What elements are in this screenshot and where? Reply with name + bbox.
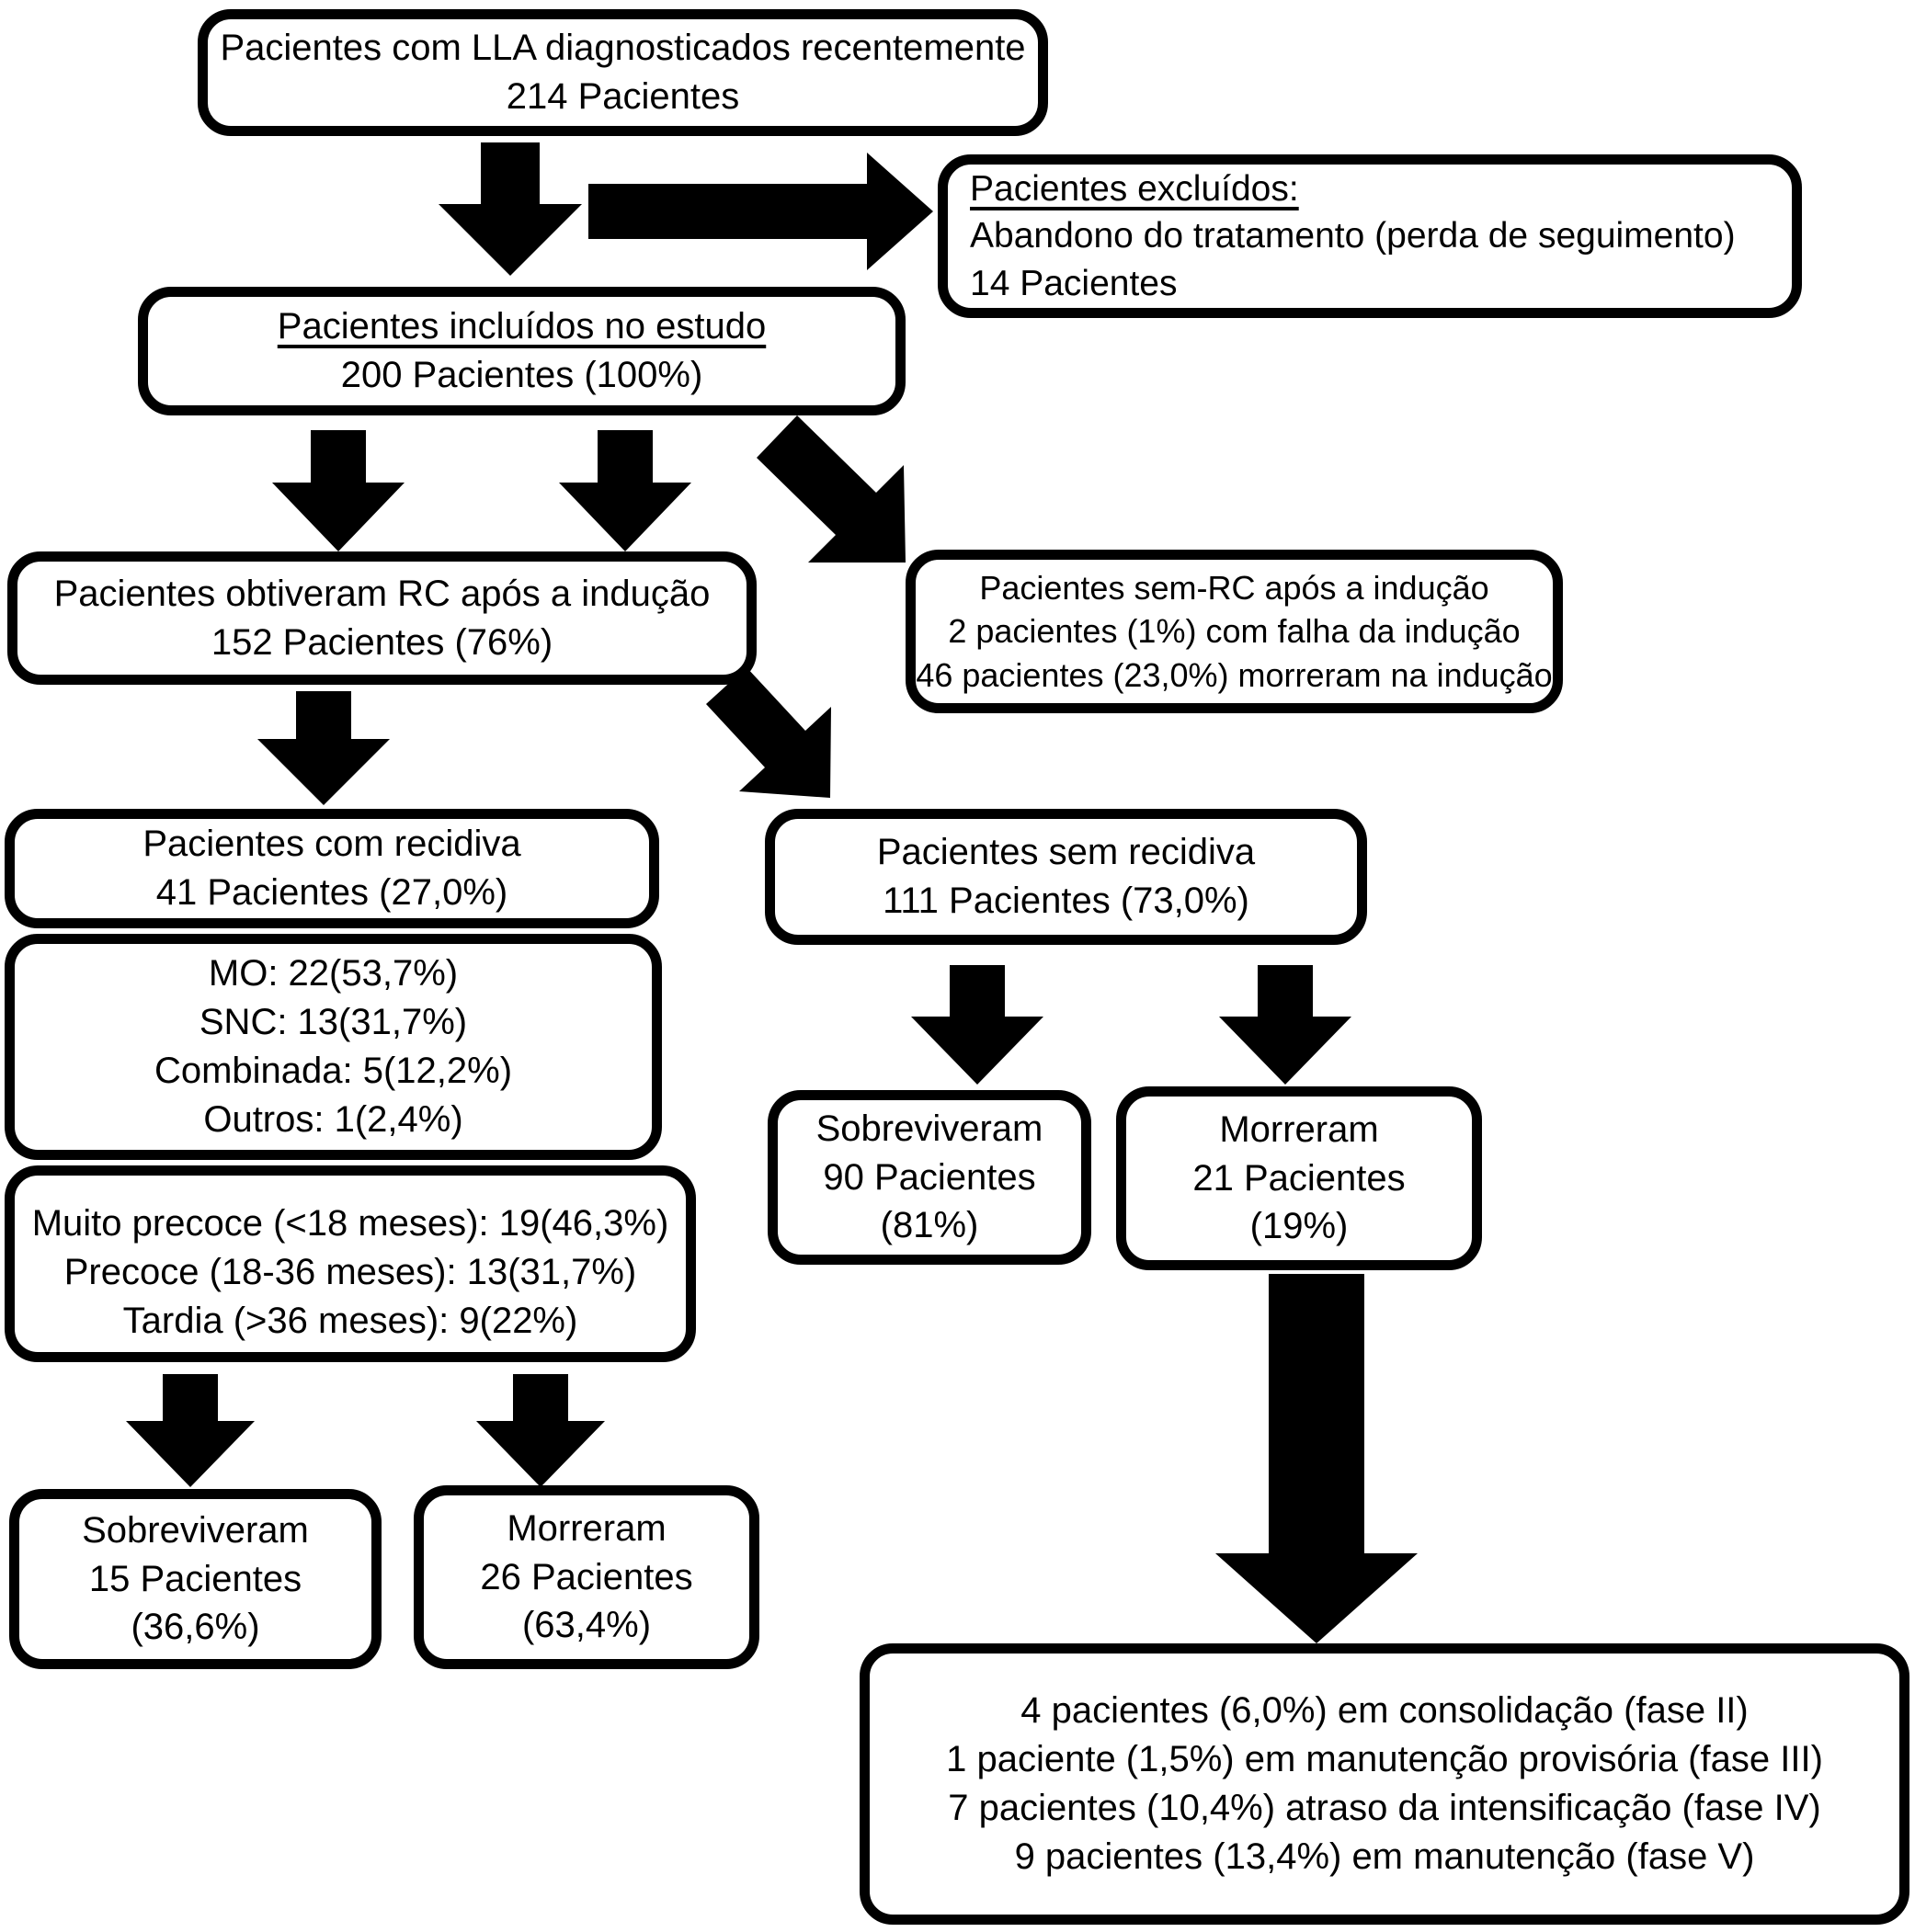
node-sobreviveram-15-pct: (36,6%) <box>131 1607 260 1648</box>
arrow-timing-to-morreram-icon <box>476 1374 605 1487</box>
node-relapse-timing-precoce: Precoce (18-36 meses): 13(31,7%) <box>63 1251 637 1292</box>
node-phases-consolidacao: 4 pacientes (6,0%) em consolidação (fase… <box>1020 1690 1749 1732</box>
node-included-count: 200 Pacientes (100%) <box>340 355 703 395</box>
node-sem-rc-title: Pacientes sem-RC após a indução <box>979 568 1489 607</box>
node-diagnosed: Pacientes com LLA diagnosticados recente… <box>198 9 1048 136</box>
node-sem-rc: Pacientes sem-RC após a indução 2 pacien… <box>906 550 1563 713</box>
node-sobreviveram-15-count: 15 Pacientes <box>88 1558 302 1599</box>
arrow-included-down-center-icon <box>559 430 691 551</box>
node-relapse-sites-outros: Outros: 1(2,4%) <box>203 1098 463 1140</box>
node-rc-title: Pacientes obtiveram RC após a indução <box>53 573 711 614</box>
node-diagnosed-title: Pacientes com LLA diagnosticados recente… <box>220 28 1026 69</box>
node-included-title: Pacientes incluídos no estudo <box>277 306 767 347</box>
arrow-rc-to-semrecidiva-icon <box>706 667 831 798</box>
node-relapse-sites-snc: SNC: 13(31,7%) <box>199 1002 468 1043</box>
node-morreram-26: Morreram 26 Pacientes (63,4%) <box>414 1485 759 1669</box>
node-phases: 4 pacientes (6,0%) em consolidação (fase… <box>860 1643 1909 1925</box>
arrow-included-to-semrc-icon <box>757 415 906 563</box>
arrow-included-to-rc-icon <box>272 430 405 551</box>
node-recidiva-title: Pacientes com recidiva <box>142 824 521 865</box>
arrow-right-to-excluded-icon <box>588 153 933 270</box>
node-phases-intensificacao: 7 pacientes (10,4%) atraso da intensific… <box>948 1788 1821 1828</box>
node-sobreviveram-90-pct: (81%) <box>880 1205 979 1246</box>
node-relapse-timing: Muito precoce (<18 meses): 19(46,3%) Pre… <box>5 1165 696 1362</box>
node-morreram-26-pct: (63,4%) <box>521 1605 652 1646</box>
node-phases-manutencao-provisoria: 1 paciente (1,5%) em manutenção provisór… <box>946 1739 1823 1780</box>
arrow-timing-to-sobreviveram-icon <box>126 1374 255 1487</box>
node-relapse-sites: MO: 22(53,7%) SNC: 13(31,7%) Combinada: … <box>5 934 662 1160</box>
node-relapse-sites-mo: MO: 22(53,7%) <box>208 953 459 994</box>
node-rc: Pacientes obtiveram RC após a indução 15… <box>7 551 757 685</box>
node-excluded: Pacientes excluídos: Abandono do tratame… <box>938 154 1802 318</box>
node-excluded-count: 14 Pacientes <box>970 263 1178 303</box>
node-sem-rc-failure: 2 pacientes (1%) com falha da indução <box>948 612 1521 651</box>
node-sobreviveram-90-count: 90 Pacientes <box>823 1156 1036 1198</box>
node-sobreviveram-90-title: Sobreviveram <box>815 1108 1043 1149</box>
node-morreram-21-title: Morreram <box>1219 1108 1379 1150</box>
node-excluded-title: Pacientes excluídos: <box>970 168 1299 209</box>
node-sobreviveram-15: Sobreviveram 15 Pacientes (36,6%) <box>9 1489 382 1669</box>
node-sem-recidiva-count: 111 Pacientes (73,0%) <box>883 881 1249 921</box>
node-rc-count: 152 Pacientes (76%) <box>211 621 553 663</box>
node-diagnosed-count: 214 Pacientes <box>506 76 740 117</box>
node-sem-rc-deaths: 46 pacientes (23,0%) morreram na indução <box>916 655 1553 694</box>
node-excluded-reason: Abandono do tratamento (perda de seguime… <box>970 216 1736 256</box>
node-morreram-21: Morreram 21 Pacientes (19%) <box>1116 1086 1482 1270</box>
arrow-morreram-to-phases-icon <box>1215 1274 1418 1643</box>
node-sobreviveram-15-title: Sobreviveram <box>82 1509 309 1551</box>
node-phases-manutencao: 9 pacientes (13,4%) em manutenção (fase … <box>1014 1835 1755 1877</box>
node-recidiva-count: 41 Pacientes (27,0%) <box>155 872 508 913</box>
node-relapse-timing-tardia: Tardia (>36 meses): 9(22%) <box>122 1300 578 1341</box>
node-sobreviveram-90: Sobreviveram 90 Pacientes (81%) <box>768 1090 1091 1265</box>
arrow-rc-to-recidiva-icon <box>257 691 390 805</box>
node-sem-recidiva-title: Pacientes sem recidiva <box>876 832 1256 873</box>
arrow-semrecidiva-to-sobreviveram-icon <box>911 965 1043 1085</box>
node-recidiva: Pacientes com recidiva 41 Pacientes (27,… <box>5 809 659 928</box>
node-morreram-26-count: 26 Pacientes <box>480 1556 693 1597</box>
node-morreram-21-pct: (19%) <box>1249 1206 1349 1247</box>
node-sem-recidiva: Pacientes sem recidiva 111 Pacientes (73… <box>765 809 1367 945</box>
node-morreram-21-count: 21 Pacientes <box>1192 1157 1406 1199</box>
node-relapse-timing-muito-precoce: Muito precoce (<18 meses): 19(46,3%) <box>31 1203 669 1244</box>
node-included: Pacientes incluídos no estudo 200 Pacien… <box>138 287 906 415</box>
node-morreram-26-title: Morreram <box>507 1507 667 1549</box>
node-relapse-sites-combinada: Combinada: 5(12,2%) <box>154 1051 513 1091</box>
arrow-semrecidiva-to-morreram-icon <box>1219 965 1351 1085</box>
arrow-diagnosed-to-included-icon <box>439 142 582 276</box>
